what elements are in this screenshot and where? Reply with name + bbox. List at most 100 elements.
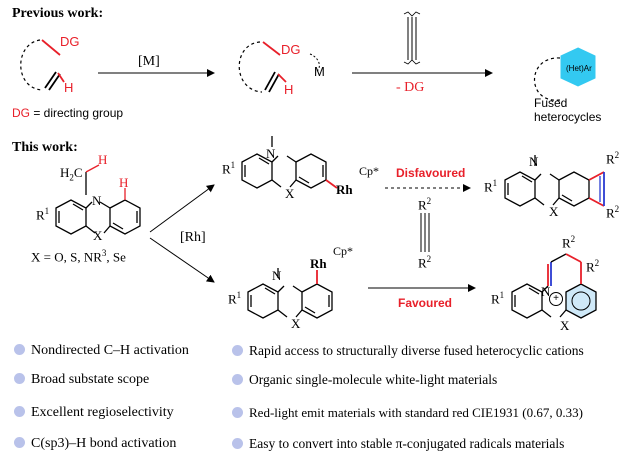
alkyne-top-r: R <box>418 197 427 213</box>
dg-legend-text: = directing group <box>30 106 124 120</box>
alkyne-bot-sup: 2 <box>426 254 432 264</box>
x-def-text: X = O, S, NR <box>31 249 102 265</box>
prev-m-label: M <box>314 64 325 79</box>
bullet-right-2: Organic single-molecule white-light mate… <box>232 372 497 388</box>
alkyne-top-sup: 2 <box>426 196 432 206</box>
top-prod-r2a: R2 <box>606 150 619 167</box>
substrate-n: N <box>92 193 102 208</box>
bullet-dot-icon <box>14 344 25 355</box>
h2c-label: H2C <box>60 165 83 183</box>
disfavoured-label: Disfavoured <box>396 166 466 180</box>
top-prod-n: N <box>529 154 539 169</box>
top-prod-x: X <box>549 204 559 219</box>
bot-int-n: N <box>272 268 282 283</box>
bot-int-r1-sup: 1 <box>236 290 242 300</box>
x-def-end: , Se <box>106 249 126 265</box>
h2c-sub: 2 <box>69 172 74 183</box>
prev-h2-label: H <box>284 82 294 97</box>
top-int-n: N <box>266 146 276 161</box>
bot-prod-r2a-sup: 2 <box>570 234 576 244</box>
bullet-left-1-text: Nondirected C–H activation <box>31 343 189 358</box>
bullet-dot-icon <box>232 374 243 385</box>
bullet-left-2-text: Broad substate scope <box>31 372 150 387</box>
bot-int-r1: R1 <box>228 290 241 307</box>
bot-prod-n: N <box>541 284 551 299</box>
bullet-right-1: Rapid access to structurally diverse fus… <box>232 343 584 359</box>
rh-catalyst-label: [Rh] <box>180 230 206 245</box>
bullet-right-3: Red-light emit materials with standard r… <box>232 405 583 421</box>
this-alkyne <box>420 213 430 252</box>
minus-dg-label: - DG <box>396 80 425 95</box>
top-intermediate <box>241 136 338 189</box>
bullet-dot-icon <box>14 406 25 417</box>
bot-prod-r2a: R2 <box>562 234 575 251</box>
bot-prod-r2b-r: R <box>586 259 595 275</box>
hetar-label: (Het)Ar <box>566 64 592 73</box>
top-prod-r2a-r: R <box>606 151 615 167</box>
bullet-left-1: Nondirected C–H activation <box>14 343 189 359</box>
top-int-r1-r: R <box>222 161 231 177</box>
this-work-header: This work: <box>12 140 78 155</box>
prev-metallacycle <box>238 41 320 93</box>
substrate-r1-r: R <box>36 207 45 223</box>
alkyne-bot-r: R <box>418 255 427 271</box>
bullet-right-4-text: Easy to convert into stable π-conjugated… <box>249 436 565 451</box>
h2c-h: H <box>60 165 70 180</box>
prev-h-label: H <box>64 80 74 95</box>
dg-legend-key: DG <box>12 106 30 120</box>
this-substrate <box>55 164 141 235</box>
prev-substrate <box>20 39 65 91</box>
bot-prod-r1-sup: 1 <box>499 290 505 300</box>
bullet-right-1-text: Rapid access to structurally diverse fus… <box>249 343 584 358</box>
substrate-r1: R1 <box>36 206 49 223</box>
bullet-left-3-text: Excellent regioselectivity <box>31 405 174 420</box>
bullet-right-4: Easy to convert into stable π-conjugated… <box>232 436 564 452</box>
bullet-left-2: Broad substate scope <box>14 372 149 388</box>
bullet-left-3: Excellent regioselectivity <box>14 405 174 421</box>
bot-int-r1-r: R <box>228 291 237 307</box>
top-prod-r1: R1 <box>484 178 497 195</box>
arrow-rh-up <box>149 184 215 233</box>
bot-prod-x: X <box>560 318 570 333</box>
bot-prod-r1-r: R <box>491 291 500 307</box>
bullet-dot-icon <box>232 345 243 356</box>
bullet-left-4: C(sp3)–H bond activation <box>14 436 176 452</box>
top-prod-r2b-r: R <box>606 205 615 221</box>
favoured-label: Favoured <box>398 296 453 310</box>
prev-alkyne <box>403 11 421 65</box>
fused-heterocycles-label: Fused heterocycles <box>534 96 602 124</box>
bullet-dot-icon <box>232 407 243 418</box>
bottom-product <box>511 253 597 319</box>
prev-dg2-label: DG <box>281 42 301 57</box>
bullet-dot-icon <box>14 373 25 384</box>
prev-dg-label: DG <box>60 34 80 49</box>
x-definition: X = O, S, NR3, Se <box>31 248 126 265</box>
sp3-h-label: H <box>98 152 108 167</box>
bullet-right-2-text: Organic single-molecule white-light mate… <box>249 372 498 387</box>
previous-work-header: Previous work: <box>12 6 104 21</box>
bot-int-x: X <box>291 316 301 331</box>
alkyne-r2-top: R2 <box>418 196 431 213</box>
arrow-rh-down <box>149 237 215 283</box>
alkyne-r2-bottom: R2 <box>418 254 431 271</box>
top-int-r1-sup: 1 <box>230 160 236 170</box>
dg-legend: DG = directing group <box>12 106 123 120</box>
sp2-h-label: H <box>119 175 129 190</box>
prev-fused <box>534 47 596 101</box>
bot-prod-r1: R1 <box>491 290 504 307</box>
top-product <box>504 155 605 207</box>
bullet-dot-icon <box>14 437 25 448</box>
top-prod-r1-sup: 1 <box>492 178 498 188</box>
bullet-dot-icon <box>232 438 243 449</box>
bot-int-cp: Cp* <box>333 244 354 258</box>
bot-prod-r2b-sup: 2 <box>594 258 600 268</box>
top-prod-r1-r: R <box>484 179 493 195</box>
top-int-cp: Cp* <box>359 164 380 178</box>
bot-prod-r2a-r: R <box>562 235 571 251</box>
top-int-r1: R1 <box>222 160 235 177</box>
x-def-sup: 3 <box>101 248 107 258</box>
top-int-x: X <box>285 186 295 201</box>
top-prod-r2b: R2 <box>606 204 619 221</box>
cation-charge: + <box>549 292 563 306</box>
